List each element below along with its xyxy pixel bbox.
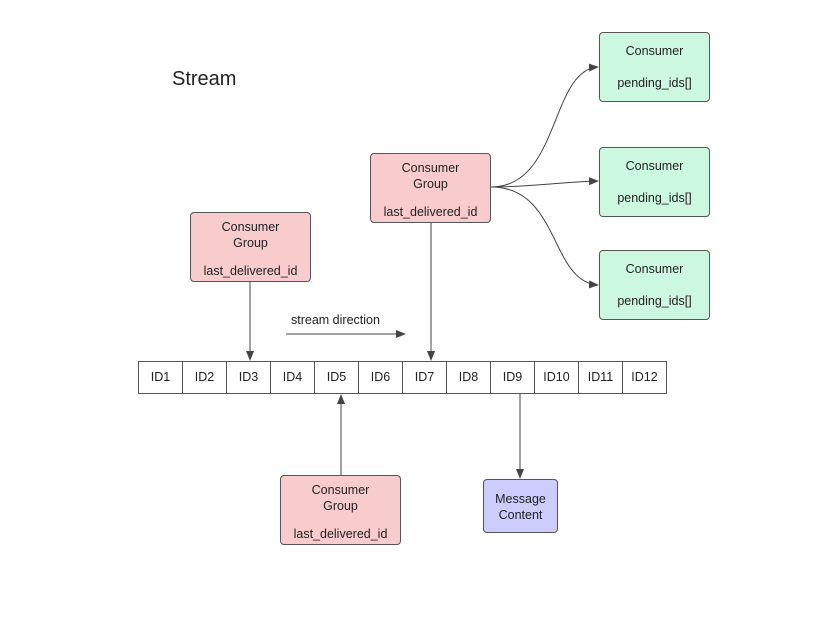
message-label-line1: Message [495, 492, 546, 506]
consumer-name: Consumer [625, 44, 684, 58]
stream-id-cell: ID11 [578, 361, 623, 394]
group-label-line1: Consumer [221, 220, 280, 234]
group-label-line2: Group [233, 236, 268, 250]
group-field: last_delivered_id [203, 264, 298, 278]
group-label-line2: Group [323, 499, 358, 513]
stream-id-cell: ID2 [182, 361, 227, 394]
stream-id-cell: ID12 [622, 361, 667, 394]
stream-direction-label: stream direction [291, 313, 380, 327]
consumer-field: pending_ids[] [617, 76, 692, 90]
stream-id-cell: ID9 [490, 361, 535, 394]
stream-id-cell: ID1 [138, 361, 183, 394]
message-content-box: Message Content [483, 479, 558, 533]
consumer-field: pending_ids[] [617, 294, 692, 308]
group-field: last_delivered_id [383, 205, 478, 219]
group-to-consumer-1-arrow [490, 63, 599, 188]
group-field: last_delivered_id [293, 527, 388, 541]
consumer-name: Consumer [625, 262, 684, 276]
stream-id-cell: ID3 [226, 361, 271, 394]
consumer-2: Consumer pending_ids[] [599, 147, 710, 217]
group-label-line2: Group [413, 177, 448, 191]
stream-id-cell: ID5 [314, 361, 359, 394]
consumer-group-1: Consumer Group last_delivered_id [190, 212, 311, 282]
consumer-3: Consumer pending_ids[] [599, 250, 710, 320]
stream-id-row: ID1 ID2 ID3 ID4 ID5 ID6 ID7 ID8 ID9 ID10… [138, 361, 667, 394]
consumer-field: pending_ids[] [617, 191, 692, 205]
consumer-group-3: Consumer Group last_delivered_id [280, 475, 401, 545]
group-to-consumer-3-arrow [490, 186, 599, 289]
message-label-line2: Content [498, 508, 543, 522]
group-to-consumer-2-arrow [490, 177, 599, 188]
consumer-group-2: Consumer Group last_delivered_id [370, 153, 491, 223]
stream-id-cell: ID6 [358, 361, 403, 394]
stream-id-cell: ID7 [402, 361, 447, 394]
stream-id-cell: ID10 [534, 361, 579, 394]
consumer-name: Consumer [625, 159, 684, 173]
diagram-title: Stream [172, 68, 237, 90]
group-label-line1: Consumer [401, 161, 460, 175]
stream-id-cell: ID8 [446, 361, 491, 394]
group-label-line1: Consumer [311, 483, 370, 497]
stream-id-cell: ID4 [270, 361, 315, 394]
consumer-1: Consumer pending_ids[] [599, 32, 710, 102]
